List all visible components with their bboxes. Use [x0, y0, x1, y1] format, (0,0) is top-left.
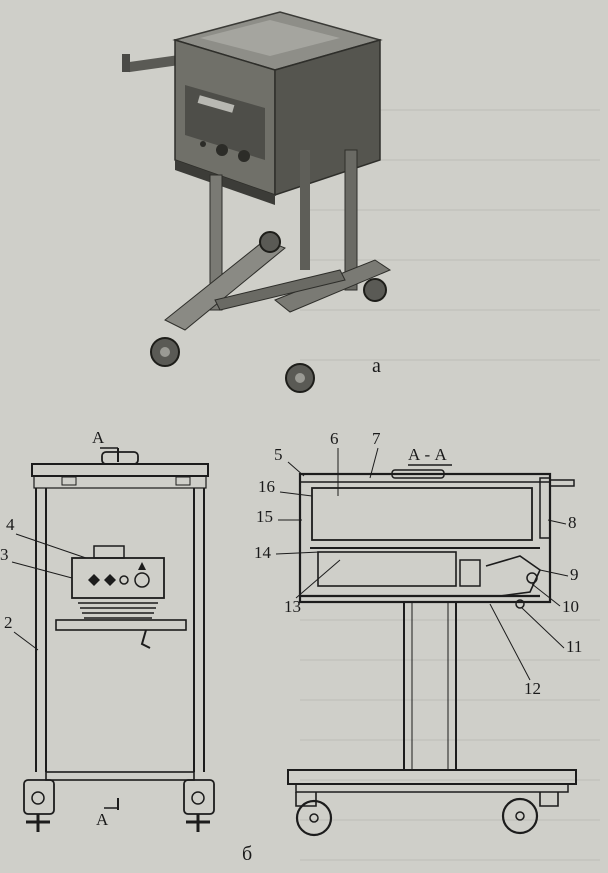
callout-6: 6: [330, 429, 339, 448]
caption-a: а: [372, 355, 381, 377]
callout-9: 9: [570, 565, 579, 584]
section-mark-top: А: [92, 428, 105, 447]
photo-fryer-cart: [122, 11, 392, 393]
section-callouts: 5 6 7 16 15 8 14 9 13 10 11 12: [254, 429, 582, 698]
section-title: А - А: [408, 445, 447, 464]
callout-8: 8: [568, 513, 577, 532]
callout-15: 15: [256, 507, 273, 526]
callout-11: 11: [566, 637, 582, 656]
callout-14: 14: [254, 543, 272, 562]
section-mark-bottom: А: [96, 810, 109, 829]
front-view-drawing: А А: [23, 428, 215, 832]
section-view-drawing: [287, 469, 577, 837]
callout-10: 10: [562, 597, 579, 616]
caption-b: б: [242, 843, 252, 865]
caster-left: [23, 779, 55, 832]
front-callouts: 4 3 2: [0, 515, 87, 651]
callout-3: 3: [0, 545, 9, 564]
callout-4: 4: [6, 515, 15, 534]
heater-grille: [78, 602, 158, 619]
callout-2: 2: [4, 613, 13, 632]
callout-7: 7: [372, 429, 381, 448]
section-caster-left: [295, 792, 333, 837]
callout-12: 12: [524, 679, 541, 698]
callout-16: 16: [258, 477, 275, 496]
section-caster-right: [501, 792, 559, 835]
caster-right: [183, 779, 215, 832]
callout-13: 13: [284, 597, 301, 616]
callout-5: 5: [274, 445, 283, 464]
